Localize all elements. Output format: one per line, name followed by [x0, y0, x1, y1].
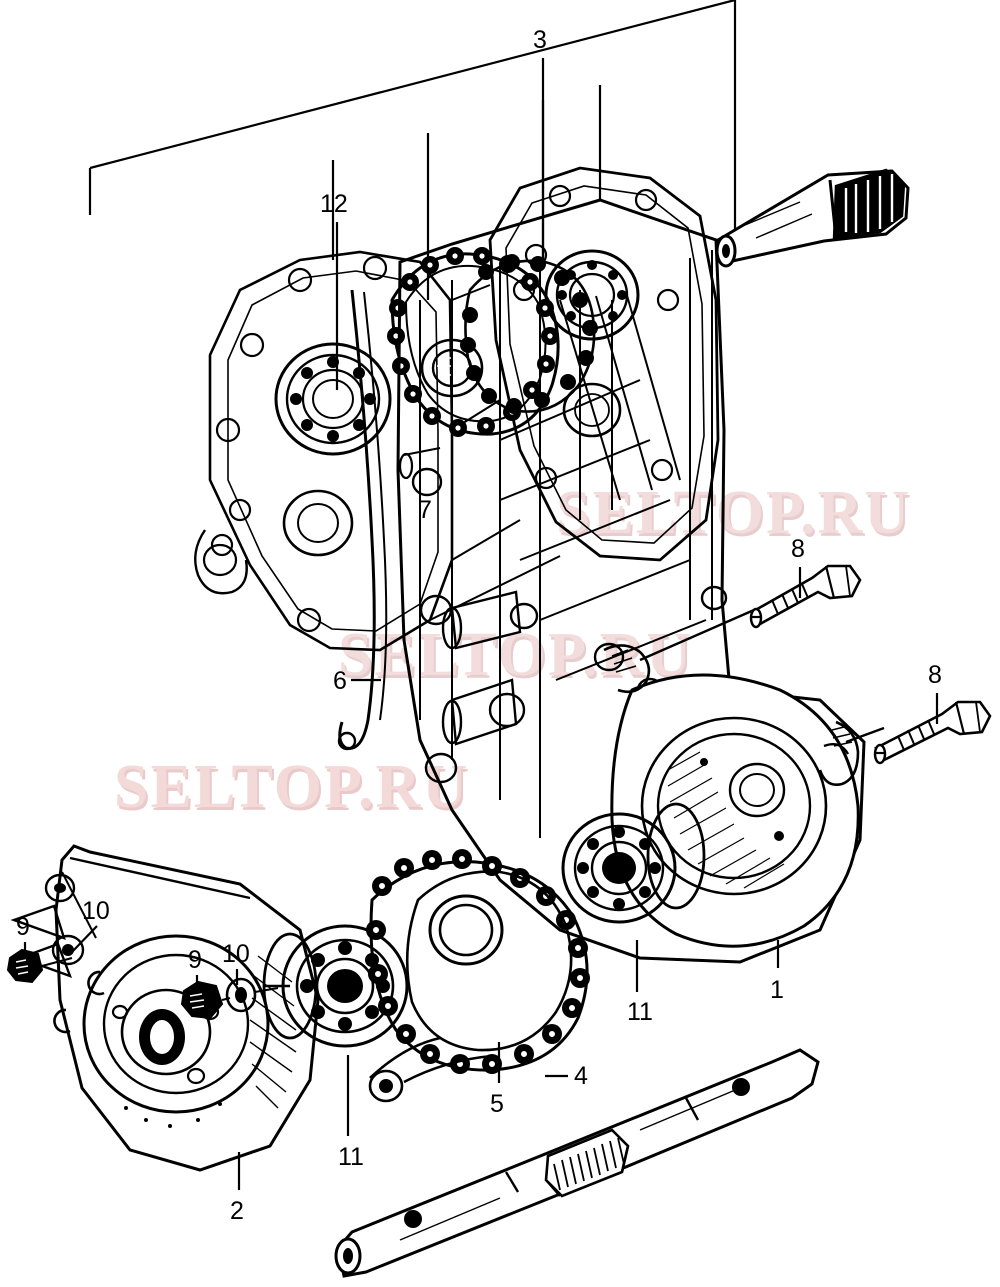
watermark-text: SELTOP.RU [114, 753, 470, 821]
callout-8: 8 [928, 661, 942, 689]
callout-4: 4 [574, 1062, 588, 1090]
projection-lines [88, 0, 737, 300]
watermark-seltop: SELTOP.RU [556, 478, 911, 549]
watermark-seltop: SELTOP.RU [114, 752, 469, 823]
upper-splined-shaft [715, 168, 910, 268]
callout-9: 9 [188, 946, 202, 974]
callout-10: 10 [222, 940, 250, 968]
callout-6: 6 [333, 667, 347, 695]
watermark-text: SELTOP.RU [556, 479, 912, 547]
callout-10: 10 [82, 897, 110, 925]
callout-2: 2 [230, 1197, 244, 1225]
lower-drive-assembly [262, 849, 590, 1103]
upper-housing-assembly [194, 166, 720, 652]
center-housing-body [337, 198, 885, 964]
upper-chain-assembly [387, 247, 598, 437]
callout-8: 8 [791, 535, 805, 563]
callout-12: 12 [320, 190, 348, 218]
hex-bolt-upper [749, 564, 862, 629]
bearing-balls-upper-left [290, 356, 376, 442]
callout-11: 11 [338, 1143, 364, 1171]
callout-7: 7 [418, 496, 432, 524]
callout-5: 5 [490, 1090, 504, 1118]
callout-11: 11 [627, 998, 653, 1026]
callout-9: 9 [16, 913, 30, 941]
callout-3: 3 [533, 26, 547, 54]
lower-splined-shaft [334, 1048, 820, 1278]
leader-line-10 [71, 925, 98, 953]
callout-1: 1 [770, 976, 784, 1004]
callout-leader-lines [23, 58, 939, 1190]
hex-bolt-lower [873, 700, 992, 765]
left-cover-assembly [6, 844, 320, 1172]
